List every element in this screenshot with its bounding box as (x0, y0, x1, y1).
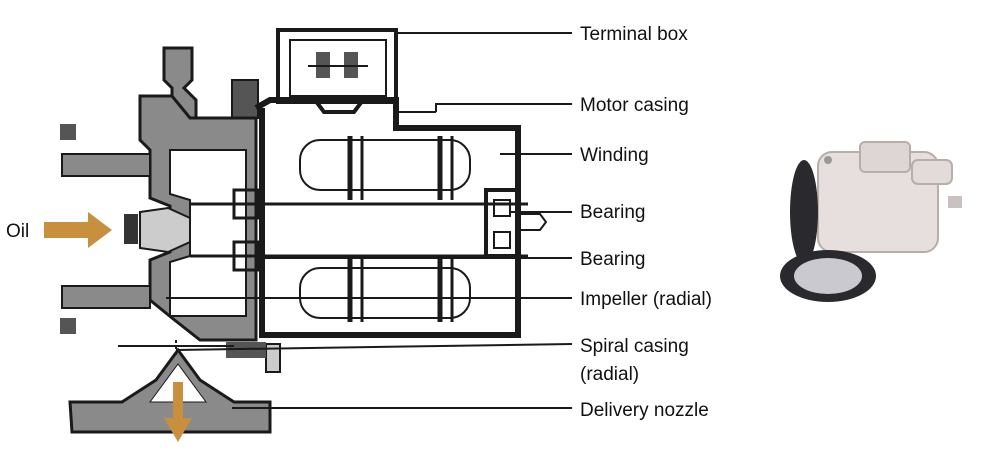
base-plate (226, 342, 266, 358)
motor-casing (254, 97, 521, 338)
winding (299, 136, 471, 322)
label-motor-casing: Motor casing (580, 95, 689, 116)
spiral-casing (60, 94, 258, 342)
label-delivery-nozzle: Delivery nozzle (580, 400, 709, 421)
label-terminal-box: Terminal box (580, 24, 688, 45)
label-spiral-casing: Spiral casing (580, 336, 689, 357)
oil-inlet-arrow (44, 212, 112, 248)
label-winding: Winding (580, 145, 649, 166)
label-spiral-casing-radial: (radial) (580, 364, 639, 385)
top-flange (162, 46, 259, 120)
label-bearing-upper: Bearing (580, 202, 646, 223)
impeller (139, 206, 191, 254)
pump-product-photo (780, 141, 962, 302)
labels: Terminal box Motor casing Winding Bearin… (6, 24, 712, 421)
front-bearing (232, 188, 260, 272)
outlet-arrow (164, 382, 192, 442)
pump-cross-section (44, 28, 548, 442)
label-impeller: Impeller (radial) (580, 289, 712, 310)
leader-lines (166, 32, 573, 409)
label-oil: Oil (6, 221, 29, 242)
leader-spiral-casing (175, 343, 573, 351)
shaft (190, 202, 528, 258)
label-bearing-lower: Bearing (580, 249, 646, 270)
leader-motor-casing (435, 103, 572, 112)
rear-bearing (484, 188, 548, 258)
